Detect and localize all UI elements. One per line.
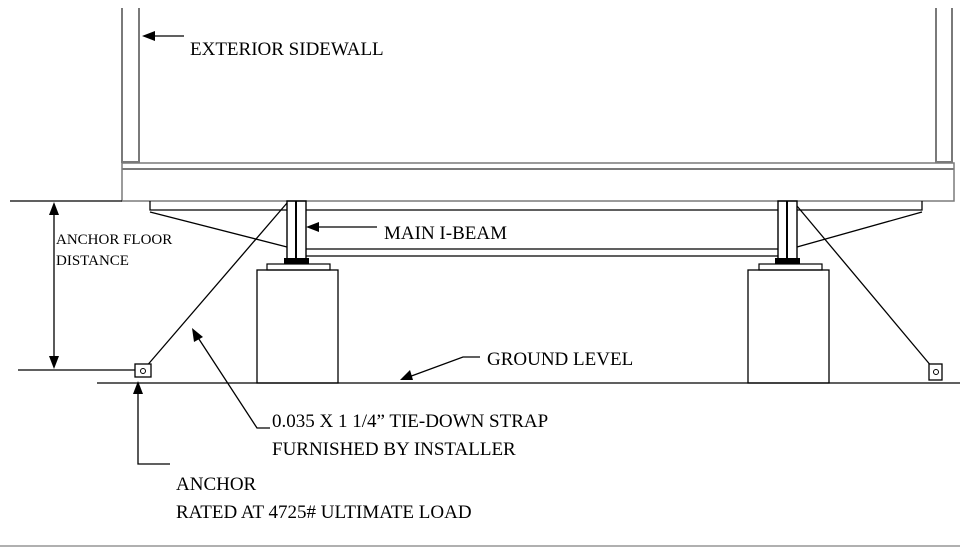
anchor-label-line2: RATED AT 4725# ULTIMATE LOAD: [176, 502, 472, 523]
anchor-floor-label-line1: ANCHOR FLOOR: [56, 232, 172, 248]
exterior-sidewall-label: EXTERIOR SIDEWALL: [190, 39, 384, 60]
ground-level-label: GROUND LEVEL: [487, 349, 633, 370]
tie-down-strap-right: [796, 205, 933, 368]
exterior-sidewall-right: [935, 8, 953, 163]
strap-arrow: [192, 328, 270, 429]
strap-label-line2: FURNISHED BY INSTALLER: [272, 439, 516, 460]
anchor-floor-dimension: [49, 202, 59, 369]
main-ibeam-label: MAIN I-BEAM: [384, 223, 507, 244]
pier-right: [747, 263, 830, 384]
exterior-sidewall-left: [121, 8, 140, 163]
belly-line: [149, 201, 287, 211]
anchor-arrow: [133, 381, 170, 465]
main-ibeam-left: [284, 200, 309, 264]
cross-member-left: [149, 211, 288, 248]
anchor-floor-label-line2: DISTANCE: [56, 253, 129, 269]
anchor-left: [134, 363, 152, 378]
main-ibeam-right: [775, 200, 800, 264]
strap-label-line1: 0.035 X 1 1/4” TIE-DOWN STRAP: [272, 411, 548, 432]
cross-member-right: [796, 211, 923, 248]
tie-down-strap-left: [144, 202, 288, 369]
floor-joist: [121, 162, 955, 202]
pier-left: [256, 263, 339, 384]
anchor-right: [928, 363, 943, 381]
sidewall-arrow: [142, 31, 184, 41]
ground-arrow: [400, 356, 480, 380]
ibeam-arrow: [306, 222, 377, 232]
anchor-label-line1: ANCHOR: [176, 474, 257, 495]
